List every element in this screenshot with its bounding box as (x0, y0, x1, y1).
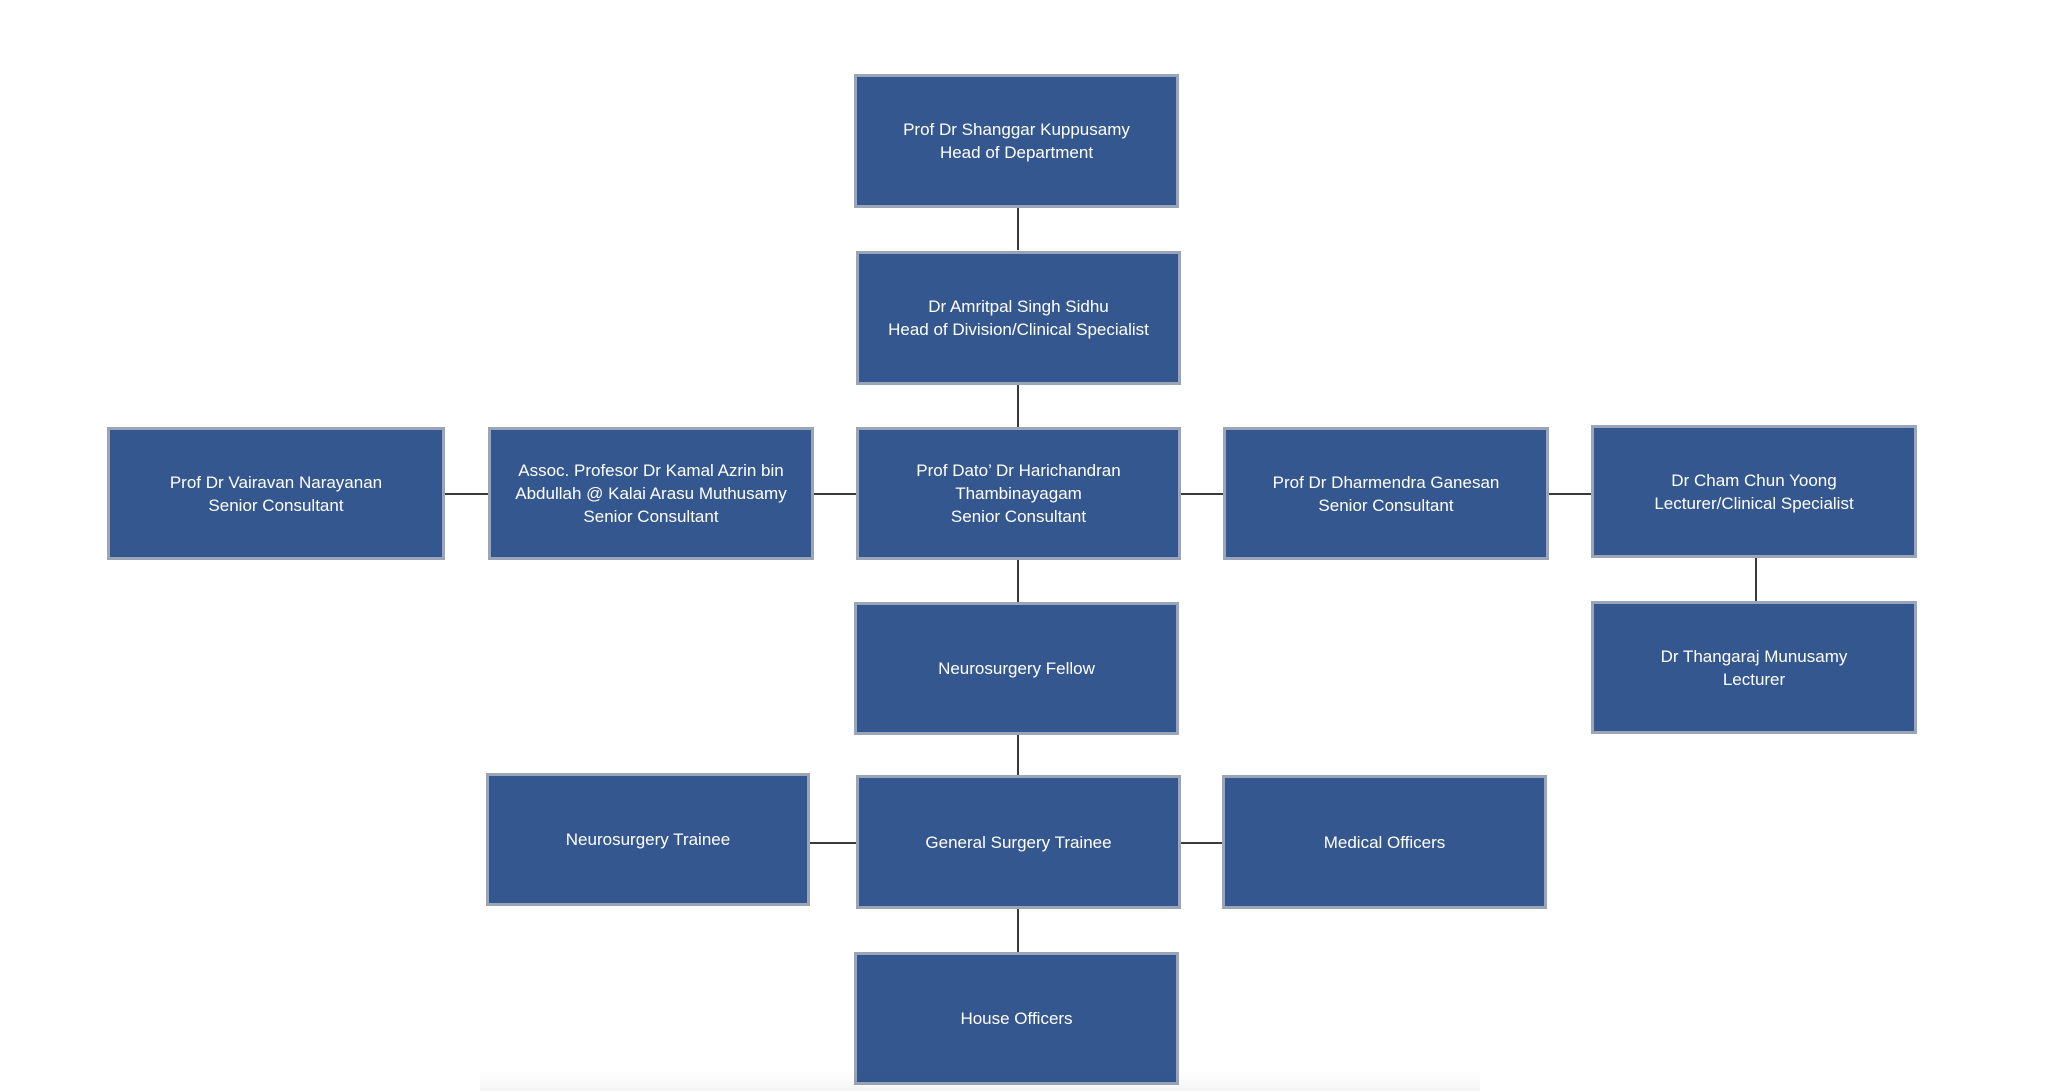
page-shadow (480, 1070, 1480, 1091)
node-name-cont: Thambinayagam (955, 484, 1082, 503)
connector-gst-mo (1180, 842, 1224, 844)
node-name: Dr Cham Chun Yoong (1671, 470, 1837, 490)
node-name: Prof Dr Shanggar Kuppusamy (903, 120, 1130, 139)
node-title: Senior Consultant (1318, 495, 1454, 515)
node-title: Head of Department (939, 143, 1094, 162)
connector-vairavan-kamal (444, 493, 489, 495)
node-medical-officers: Medical Officers (1222, 775, 1547, 909)
connector-dharmendra-cham (1548, 493, 1592, 495)
node-general-surgery-trainee: General Surgery Trainee (856, 775, 1181, 909)
node-title: Head of Division/Clinical Specialist (888, 320, 1149, 339)
node-label: Neurosurgery Fellow (938, 659, 1095, 678)
node-neurosurgery-fellow: Neurosurgery Fellow (854, 602, 1179, 735)
node-name: Prof Dr Dharmendra Ganesan (1272, 472, 1500, 492)
connector-hari-fellow (1017, 558, 1019, 603)
connector-fellow-gst (1017, 734, 1019, 776)
connector-head-division (1017, 206, 1019, 250)
node-name-cont: Abdullah @ Kalai Arasu Muthusamy (515, 484, 787, 503)
node-label: Neurosurgery Trainee (565, 830, 731, 849)
node-title: Senior Consultant (208, 495, 344, 515)
node-name: Dr Thangaraj Munusamy (1660, 646, 1848, 666)
node-senior-consultant-harichandran: Prof Dato’ Dr Harichandran Thambinayagam… (856, 427, 1181, 560)
connector-division-hari (1017, 384, 1019, 427)
node-neurosurgery-trainee: Neurosurgery Trainee (486, 773, 810, 906)
node-lecturer-cham: Dr Cham Chun Yoong Lecturer/Clinical Spe… (1591, 425, 1917, 558)
node-name: Dr Amritpal Singh Sidhu (928, 297, 1109, 316)
node-title: Senior Consultant (950, 507, 1087, 526)
node-name: Assoc. Profesor Dr Kamal Azrin bin (518, 461, 784, 480)
node-label: General Surgery Trainee (925, 832, 1112, 852)
node-senior-consultant-dharmendra: Prof Dr Dharmendra Ganesan Senior Consul… (1223, 427, 1549, 560)
connector-gst-ho (1017, 908, 1019, 953)
node-senior-consultant-vairavan: Prof Dr Vairavan Narayanan Senior Consul… (107, 427, 445, 560)
node-title: Senior Consultant (583, 507, 719, 526)
node-label: Medical Officers (1323, 832, 1446, 852)
node-head-of-division: Dr Amritpal Singh Sidhu Head of Division… (856, 251, 1181, 385)
node-name: Prof Dato’ Dr Harichandran (916, 461, 1121, 480)
connector-cham-thangaraj (1755, 557, 1757, 602)
node-title: Lecturer (1722, 669, 1786, 689)
node-senior-consultant-kamal: Assoc. Profesor Dr Kamal Azrin bin Abdul… (488, 427, 814, 560)
node-house-officers: House Officers (854, 952, 1179, 1085)
node-label: House Officers (960, 1009, 1073, 1028)
node-name: Prof Dr Vairavan Narayanan (169, 472, 383, 492)
node-title: Lecturer/Clinical Specialist (1654, 493, 1854, 513)
connector-kamal-hari (813, 493, 857, 495)
node-lecturer-thangaraj: Dr Thangaraj Munusamy Lecturer (1591, 601, 1917, 734)
connector-hari-dharmendra (1180, 493, 1225, 495)
node-head-of-department: Prof Dr Shanggar Kuppusamy Head of Depar… (854, 74, 1179, 208)
connector-nst-gst (809, 842, 857, 844)
